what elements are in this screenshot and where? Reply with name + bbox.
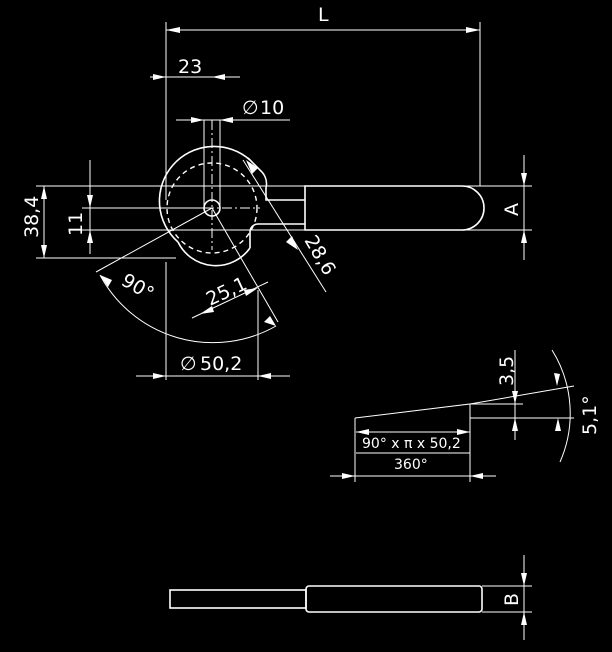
handle [304,185,485,231]
dim-height-38-4: 38,4 [21,196,43,238]
dim-diameter-symbol: ∅ [180,353,197,375]
bracket-lower [249,223,305,248]
dim-length-label: L [318,4,329,26]
dim-angle-90-label: 90° [118,269,158,305]
side-handle [305,585,483,613]
dim-thickness-a-label: A [501,203,523,216]
dim-thickness-a: A [462,155,532,260]
dim-angle-5-1-label: 5,1° [579,395,601,435]
bend-detail: 3,5 5,1° 90° x π x 50,2 360° [330,349,601,482]
formula-denominator: 360° [394,457,428,473]
dim-hole-diameter-symbol: ∅ [242,97,259,119]
dim-radius-label: 28,6 [300,232,340,280]
dim-rise-label: 3,5 [496,356,518,386]
dim-heights: 38,4 11 [21,160,305,259]
part-side-view: B [169,555,532,640]
dim-radius: 28,6 [242,159,340,293]
dim-diameter: ∅ 50,2 [136,262,290,380]
hub-lower-arc [177,241,251,267]
dim-hole-diameter-label: 10 [260,97,284,119]
dim-length: L [165,4,481,200]
dim-length-25-1: 25,1 [191,273,269,319]
bracket-upper [247,157,305,201]
hub-outline [158,145,251,243]
dim-length-25-1-label: 25,1 [203,273,251,311]
dim-diameter-label: 50,2 [200,353,242,375]
dim-height-11: 11 [65,212,87,236]
dim-hole-diameter: ∅ 10 [176,97,290,206]
dim-offset: 23 [150,56,240,80]
dim-thickness-b-label: B [501,593,523,606]
wedge [354,403,471,424]
dim-offset-label: 23 [178,56,202,78]
part-top-view [158,120,485,267]
formula-numerator: 90° x π x 50,2 [362,436,461,452]
side-thin-part [169,589,307,609]
